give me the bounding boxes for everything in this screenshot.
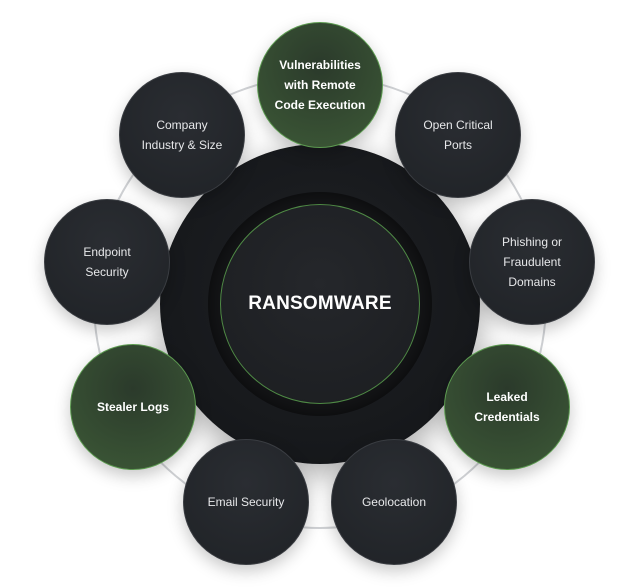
node-phishing-domains: Phishing or Fraudulent Domains <box>469 199 595 325</box>
node-leaked-credentials: Leaked Credentials <box>444 344 570 470</box>
node-geolocation: Geolocation <box>331 439 457 565</box>
node-label: Open Critical Ports <box>423 118 493 152</box>
node-vulnerabilities: Vulnerabilities with Remote Code Executi… <box>257 22 383 148</box>
node-label: Phishing or Fraudulent Domains <box>501 235 563 289</box>
core-outer-circle: RANSOMWARE <box>160 144 480 464</box>
node-label: Geolocation <box>361 495 427 509</box>
node-open-critical-ports: Open Critical Ports <box>395 72 521 198</box>
node-label: Leaked Credentials <box>474 390 540 424</box>
center-title: RANSOMWARE <box>248 293 392 314</box>
node-email-security: Email Security <box>183 439 309 565</box>
node-label: Company Industry & Size <box>141 118 223 152</box>
core-middle-circle: RANSOMWARE <box>208 192 432 416</box>
node-label: Endpoint Security <box>83 245 131 279</box>
node-stealer-logs: Stealer Logs <box>70 344 196 470</box>
node-label: Email Security <box>207 495 285 509</box>
node-label: Vulnerabilities with Remote Code Executi… <box>274 58 366 112</box>
node-label: Stealer Logs <box>96 400 170 414</box>
node-company-industry: Company Industry & Size <box>119 72 245 198</box>
core-inner-circle: RANSOMWARE <box>220 204 420 404</box>
node-endpoint-security: Endpoint Security <box>44 199 170 325</box>
